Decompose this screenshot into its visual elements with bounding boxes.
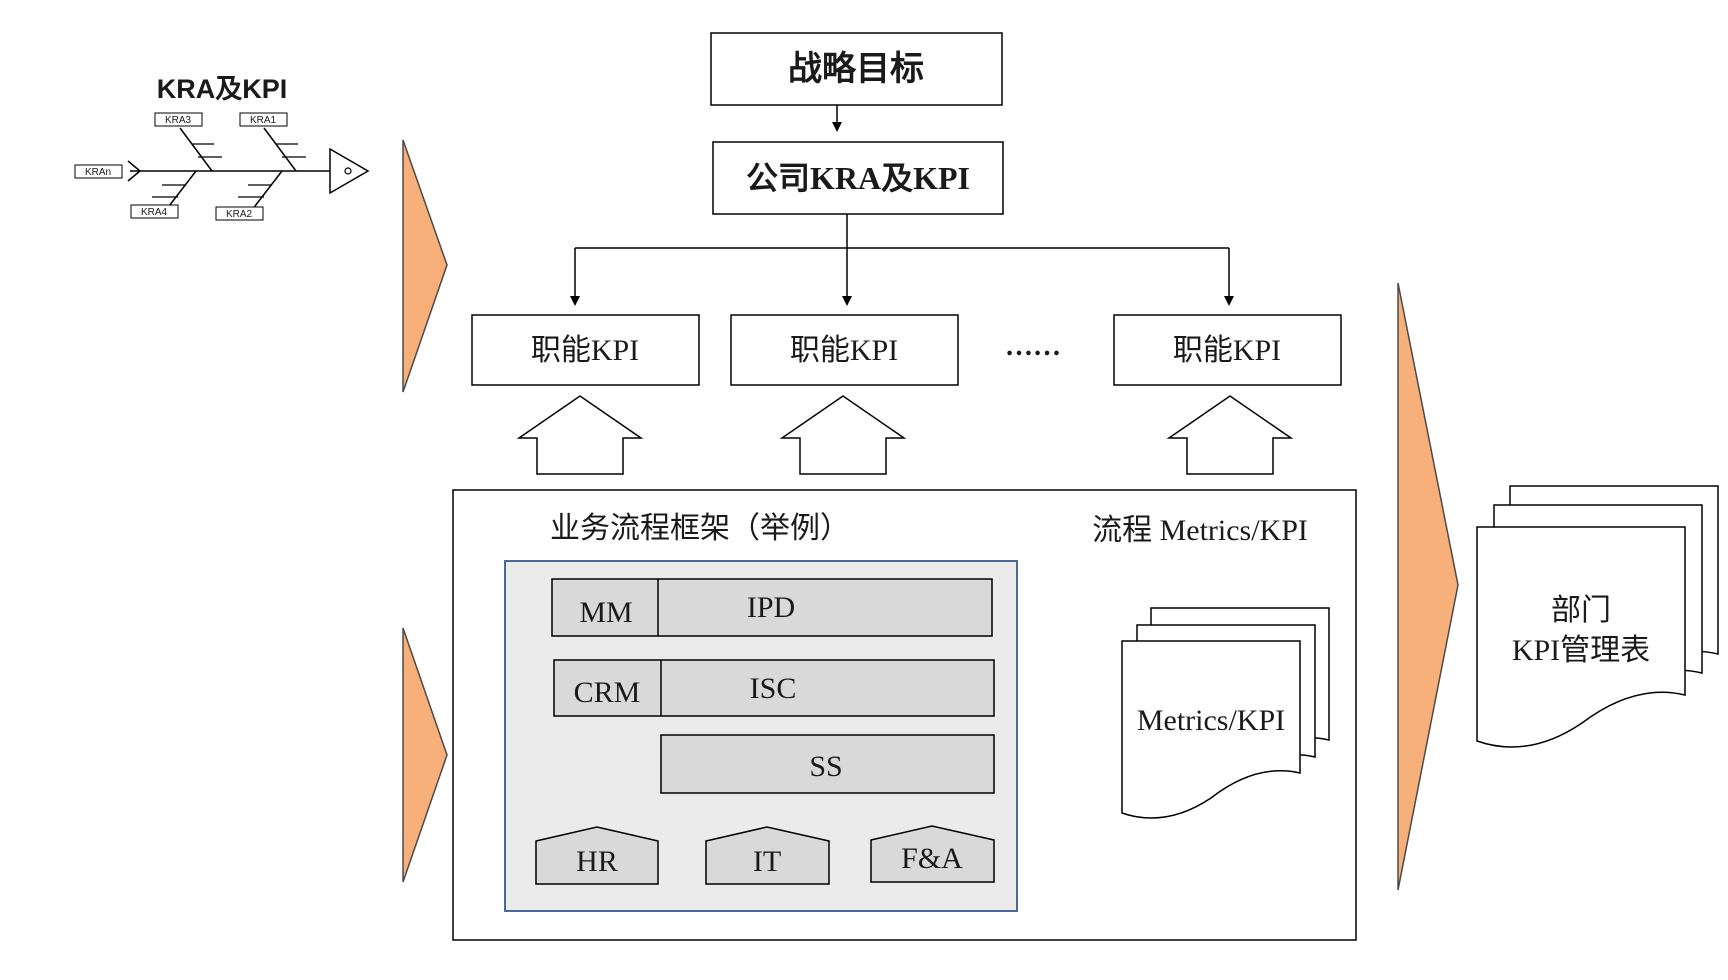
strategic-goal-box: [710, 32, 1003, 106]
chevron-top-left: [402, 139, 448, 393]
fishbone-label-kra3: KRA3: [165, 115, 192, 126]
department-label-line1: 部门: [1551, 594, 1611, 627]
functional-kpi-label-1: 职能KPI: [531, 334, 639, 367]
process-isc-label: ISC: [750, 672, 797, 705]
process-ss-label: SS: [809, 750, 842, 783]
process-ipd-label: IPD: [747, 591, 795, 624]
fishbone-title: KRA及KPI: [157, 74, 288, 104]
process-framework-title: 业务流程框架（举例）: [550, 512, 850, 545]
metrics-kpi-document-stack: [1121, 607, 1330, 819]
process-crm-label: CRM: [574, 676, 641, 709]
metrics-kpi-doc-label: Metrics/KPI: [1137, 704, 1285, 737]
fishbone-diagram: KRA及KPI KRA3 KRA1 KRAn KRA4 KRA2: [74, 74, 370, 221]
department-kpi-document-stack: [1476, 485, 1719, 748]
support-fa-label: F&A: [901, 842, 963, 875]
process-row-ss: [660, 734, 995, 794]
process-row-mm-ipd: [551, 578, 993, 637]
fishbone-label-kra2: KRA2: [226, 209, 253, 220]
up-arrow-1: [516, 395, 644, 475]
up-arrow-2: [779, 395, 907, 475]
functional-kpi-label-2: 职能KPI: [790, 334, 898, 367]
process-mm-label: MM: [579, 596, 632, 629]
company-kra-kpi-label: 公司KRA及KPI: [746, 160, 970, 196]
fishbone-head: [329, 147, 370, 195]
functional-kpi-box-2: [730, 314, 959, 386]
up-arrow-3: [1166, 395, 1294, 475]
support-fa-shape: [870, 825, 995, 883]
strategic-goal-label: 战略目标: [788, 50, 924, 88]
ellipsis-text: ……: [1005, 331, 1061, 362]
chevron-right: [1397, 282, 1459, 891]
process-metrics-title: 流程 Metrics/KPI: [1092, 514, 1308, 547]
functional-kpi-box-3: [1113, 314, 1342, 386]
fishbone-label-kran: KRAn: [85, 167, 111, 178]
fishbone-label-kra1: KRA1: [250, 115, 277, 126]
support-it-label: IT: [753, 845, 781, 878]
functional-kpi-box-1: [471, 314, 700, 386]
support-hr-label: HR: [576, 845, 618, 878]
support-it-shape: [705, 826, 830, 885]
fishbone-label-kra4: KRA4: [141, 207, 168, 218]
department-label-line2: KPI管理表: [1512, 634, 1650, 667]
process-row-crm-isc: [553, 659, 995, 717]
functional-kpi-label-3: 职能KPI: [1173, 334, 1281, 367]
chevron-bottom-left: [402, 627, 448, 883]
company-kra-kpi-box: [712, 141, 1004, 215]
support-hr-shape: [535, 826, 659, 885]
